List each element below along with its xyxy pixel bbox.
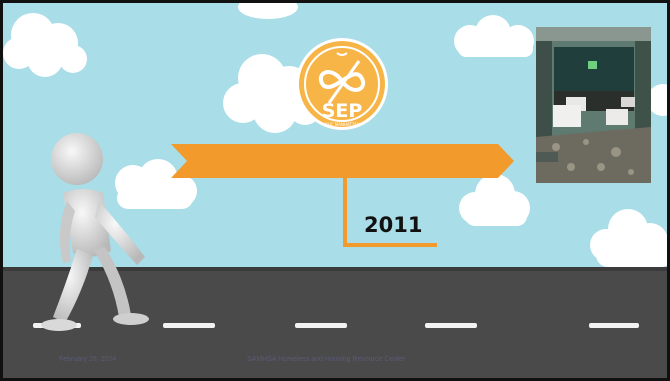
logo-text: SEP bbox=[322, 100, 363, 122]
timeline-connector-horizontal bbox=[343, 243, 437, 247]
cloud-bottom-right bbox=[588, 201, 670, 273]
lane-dash bbox=[295, 323, 347, 328]
timeline-connector-vertical bbox=[343, 177, 347, 245]
walking-figure bbox=[33, 131, 163, 341]
cloud-top-center bbox=[233, 3, 303, 21]
lane-dash bbox=[163, 323, 215, 328]
footer-date: February 28, 2024 bbox=[59, 356, 116, 363]
sep-logo: SEP MHC MANHATTAN bbox=[293, 35, 391, 133]
timeline-arrow bbox=[171, 144, 516, 180]
cloud-top-right bbox=[448, 13, 543, 61]
footer-source: SAMHSA Homeless and Housing Resource Cen… bbox=[247, 356, 405, 363]
lane-dash bbox=[425, 323, 477, 328]
abandoned-room-photo bbox=[536, 27, 651, 183]
logo-subtitle: MHC MANHATTAN bbox=[324, 122, 359, 127]
timeline-year: 2011 bbox=[364, 213, 422, 237]
lane-dash bbox=[589, 323, 639, 328]
cloud-top-left bbox=[3, 5, 93, 83]
